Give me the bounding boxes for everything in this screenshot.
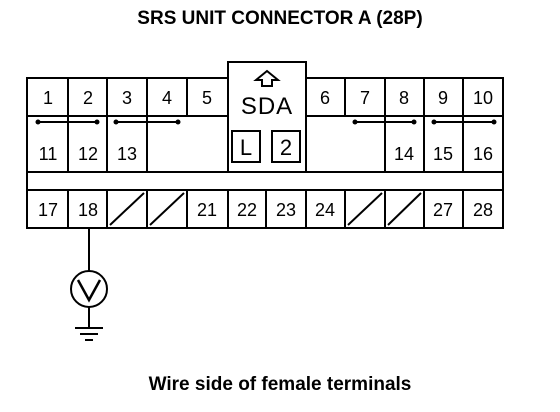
key-box-l bbox=[231, 130, 261, 163]
terminal-7: 7 bbox=[360, 88, 370, 108]
connector-label: SDA bbox=[241, 93, 293, 120]
terminal-18: 18 bbox=[78, 200, 98, 220]
empty-cavity-19 bbox=[109, 192, 145, 226]
empty-cavity-26 bbox=[387, 192, 422, 226]
lock-arrow-icon bbox=[253, 69, 281, 87]
terminal-15: 15 bbox=[433, 144, 453, 164]
diagram-caption: Wire side of female terminals bbox=[148, 374, 412, 395]
voltmeter-symbol bbox=[76, 279, 102, 303]
terminal-13: 13 bbox=[117, 144, 137, 164]
terminal-21: 21 bbox=[197, 200, 217, 220]
terminal-1: 1 bbox=[43, 88, 53, 108]
terminal-14: 14 bbox=[394, 144, 414, 164]
key-label-l: L bbox=[240, 135, 252, 160]
terminal-5: 5 bbox=[202, 88, 212, 108]
empty-cavity-25 bbox=[347, 192, 383, 226]
terminal-24: 24 bbox=[315, 200, 335, 220]
terminal-4: 4 bbox=[162, 88, 172, 108]
terminal-22: 22 bbox=[237, 200, 257, 220]
key-label-2: 2 bbox=[280, 135, 292, 160]
terminal-10: 10 bbox=[473, 88, 493, 108]
terminal-2: 2 bbox=[83, 88, 93, 108]
terminal-3: 3 bbox=[122, 88, 132, 108]
terminal-9: 9 bbox=[438, 88, 448, 108]
diagram-title: SRS UNIT CONNECTOR A (28P) bbox=[137, 8, 423, 29]
terminal-28: 28 bbox=[473, 200, 493, 220]
terminal-17: 17 bbox=[38, 200, 58, 220]
terminal-6: 6 bbox=[320, 88, 330, 108]
terminal-8: 8 bbox=[399, 88, 409, 108]
terminal-23: 23 bbox=[276, 200, 296, 220]
empty-cavity-20 bbox=[149, 192, 185, 226]
terminal-16: 16 bbox=[473, 144, 493, 164]
terminal-12: 12 bbox=[78, 144, 98, 164]
terminal-11: 11 bbox=[39, 144, 58, 164]
terminal-27: 27 bbox=[433, 200, 453, 220]
key-box-2 bbox=[271, 130, 301, 163]
